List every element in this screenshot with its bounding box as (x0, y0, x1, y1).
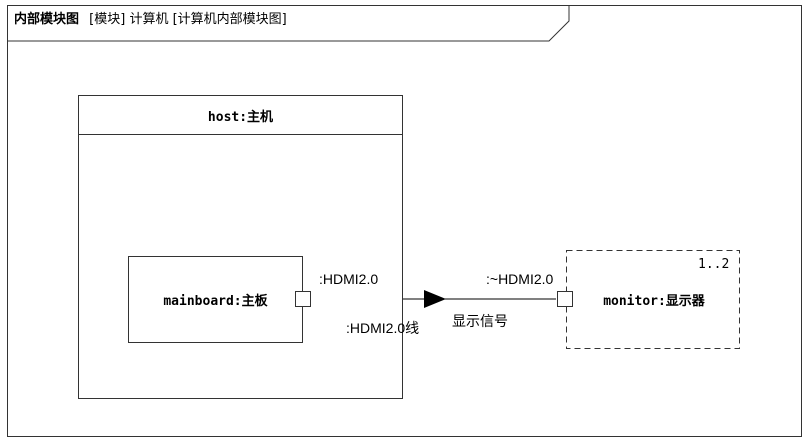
mainboard-port-label: :HDMI2.0 (319, 271, 379, 287)
monitor-port-label: :~HDMI2.0 (486, 271, 554, 287)
item-flow-label: 显示信号 (452, 313, 508, 329)
frame-tab-border (7, 5, 570, 42)
host-part[interactable]: host:主机 (78, 95, 403, 399)
mainboard-hdmi-port[interactable] (295, 291, 311, 307)
monitor-hdmi-port[interactable] (557, 291, 573, 307)
monitor-multiplicity: 1..2 (698, 257, 730, 272)
frame-element-type: [模块] (89, 12, 126, 27)
host-part-label: host:主机 (79, 96, 402, 135)
connector-name-label: :HDMI2.0线 (346, 320, 420, 336)
monitor-part-box[interactable] (566, 250, 740, 349)
item-flow-arrow (424, 290, 446, 308)
frame-kind: 内部模块图 (14, 12, 80, 27)
frame-title: 内部模块图 [模块] 计算机 [计算机内部模块图] (14, 11, 287, 29)
diagram-frame (7, 5, 802, 437)
mainboard-part[interactable]: mainboard:主板 (128, 256, 303, 343)
mainboard-part-label: mainboard:主板 (163, 294, 268, 309)
frame-diagram-type: [计算机内部模块图] (172, 12, 287, 27)
monitor-part-label: monitor:显示器 (603, 293, 705, 309)
frame-element-name: 计算机 (129, 12, 169, 27)
